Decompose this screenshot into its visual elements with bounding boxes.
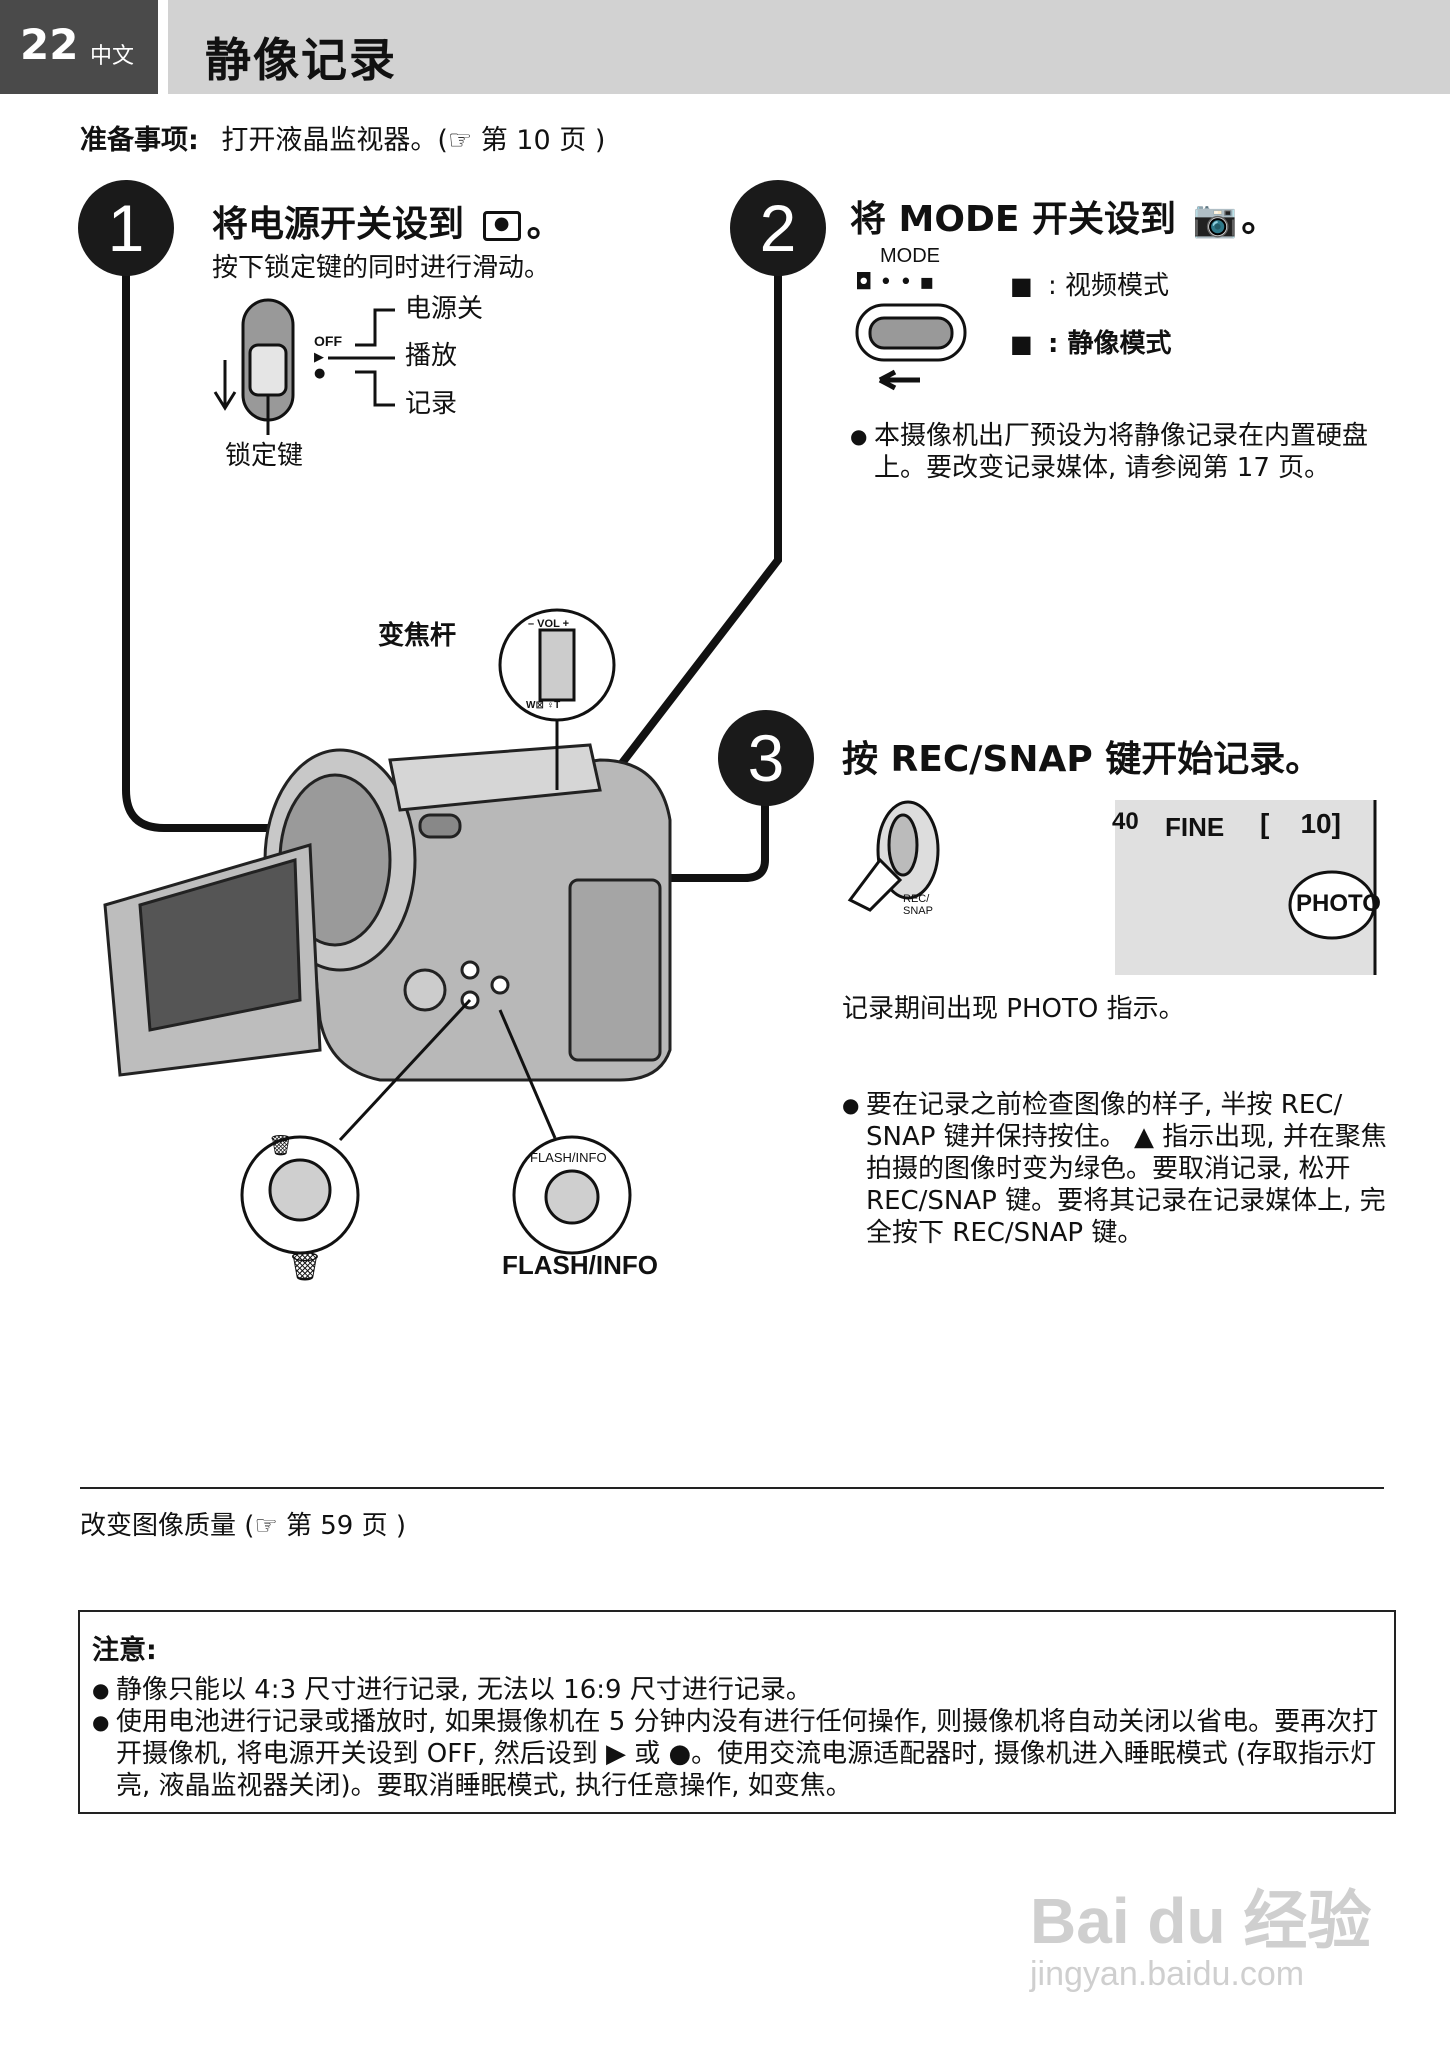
step2-heading: 将 MODE 开关设到 📷。 — [850, 190, 1277, 242]
page-number: 22 — [20, 20, 79, 69]
step2-note: 本摄像机出厂预设为将静像记录在内置硬盘上。要改变记录媒体, 请参阅第 17 页。 — [850, 420, 1404, 484]
note-item: 静像只能以 4:3 尺寸进行记录, 无法以 16:9 尺寸进行记录。 — [92, 1674, 1382, 1706]
step1-heading-text: 将电源开关设到 — [212, 204, 465, 245]
lock-key-label: 锁定键 — [225, 441, 304, 471]
mode-positions-icon: ◘ • • ▪ — [855, 270, 935, 295]
wt-label: W⊠ ♀T — [526, 700, 561, 711]
step1-number: 1 — [78, 180, 174, 276]
title-bar — [168, 0, 1450, 94]
mode-tag: MODE — [880, 245, 940, 267]
still-camera-icon: ■ — [1010, 330, 1033, 358]
lcd-left: 40 — [1112, 808, 1139, 835]
camera-icon: 📷 — [1192, 199, 1238, 240]
label-record: 记录 — [405, 389, 458, 419]
flash-small-label: FLASH/INFO — [530, 1150, 607, 1165]
delete-small-icon: 🗑 — [268, 1133, 294, 1157]
step3-connector — [660, 800, 769, 882]
trash-icon: 🗑 — [287, 1250, 323, 1283]
step2-heading-tail: 。 — [1241, 199, 1278, 240]
power-switch-graphic — [213, 298, 395, 435]
rec-snap-label: REC/ SNAP — [903, 893, 933, 917]
quality-link: 改变图像质量 (☞ 第 59 页 ) — [80, 1511, 407, 1541]
divider — [80, 1487, 1384, 1489]
note-box: 注意: 静像只能以 4:3 尺寸进行记录, 无法以 16:9 尺寸进行记录。 使… — [78, 1610, 1396, 1814]
watermark-brand: Bai du 经验 — [1030, 1885, 1372, 1957]
note-item: 使用电池进行记录或播放时, 如果摄像机在 5 分钟内没有进行任何操作, 则摄像机… — [92, 1706, 1382, 1802]
play-icon: ▶ — [314, 350, 324, 365]
rec-snap-graphic — [847, 800, 940, 912]
record-icon: ● — [314, 366, 326, 381]
step1-heading: 将电源开关设到 ●。 — [212, 195, 563, 247]
still-mode-label: : 静像模式 — [1048, 329, 1172, 359]
label-play: 播放 — [405, 341, 458, 371]
preparation-line: 准备事项: 打开液晶监视器。(☞ 第 10 页 ) — [80, 118, 605, 157]
zoom-lever-callout — [498, 608, 616, 790]
lcd-fine: FINE — [1165, 812, 1225, 842]
lcd-count: [ 10] — [1260, 808, 1341, 839]
flash-info-label: FLASH/INFO — [502, 1250, 658, 1280]
zoom-lever-label: 变焦杆 — [378, 621, 457, 651]
lcd-photo: PHOTO — [1296, 890, 1381, 917]
prep-text: 打开液晶监视器。(☞ 第 10 页 ) — [221, 125, 606, 156]
off-tag: OFF — [314, 333, 342, 349]
step3-heading: 按 REC/SNAP 键开始记录。 — [842, 739, 1322, 780]
step2-number: 2 — [730, 180, 826, 276]
step3-desc: 记录期间出现 PHOTO 指示。 — [842, 994, 1185, 1024]
step3-number: 3 — [718, 710, 814, 806]
prep-label: 准备事项: — [80, 125, 199, 156]
label-power-off: 电源关 — [405, 294, 484, 324]
mode-switch-graphic — [855, 303, 967, 391]
page-number-box: 22 中文 — [0, 0, 158, 94]
video-mode-label: : 视频模式 — [1048, 271, 1170, 301]
step3-note: 要在记录之前检查图像的样子, 半按 REC/ SNAP 键并保持按住。 ▲ 指示… — [842, 1089, 1406, 1249]
page-title: 静像记录 — [205, 33, 397, 87]
camcorder-icon — [103, 743, 672, 1082]
step1-sub: 按下锁定键的同时进行滑动。 — [212, 253, 551, 283]
button-callouts — [240, 998, 632, 1255]
video-camera-icon: ■ — [1010, 272, 1033, 300]
watermark-url: jingyan.baidu.com — [1030, 1955, 1305, 1993]
note-list: 静像只能以 4:3 尺寸进行记录, 无法以 16:9 尺寸进行记录。 使用电池进… — [92, 1674, 1382, 1802]
step2-heading-text: 将 MODE 开关设到 — [850, 199, 1176, 240]
vol-label: – VOL + — [528, 618, 570, 630]
note-title: 注意: — [92, 1635, 157, 1666]
record-mode-icon: ● — [482, 211, 521, 241]
step1-connector — [122, 260, 430, 832]
language-tag: 中文 — [90, 44, 135, 69]
step1-heading-tail: 。 — [526, 204, 563, 245]
